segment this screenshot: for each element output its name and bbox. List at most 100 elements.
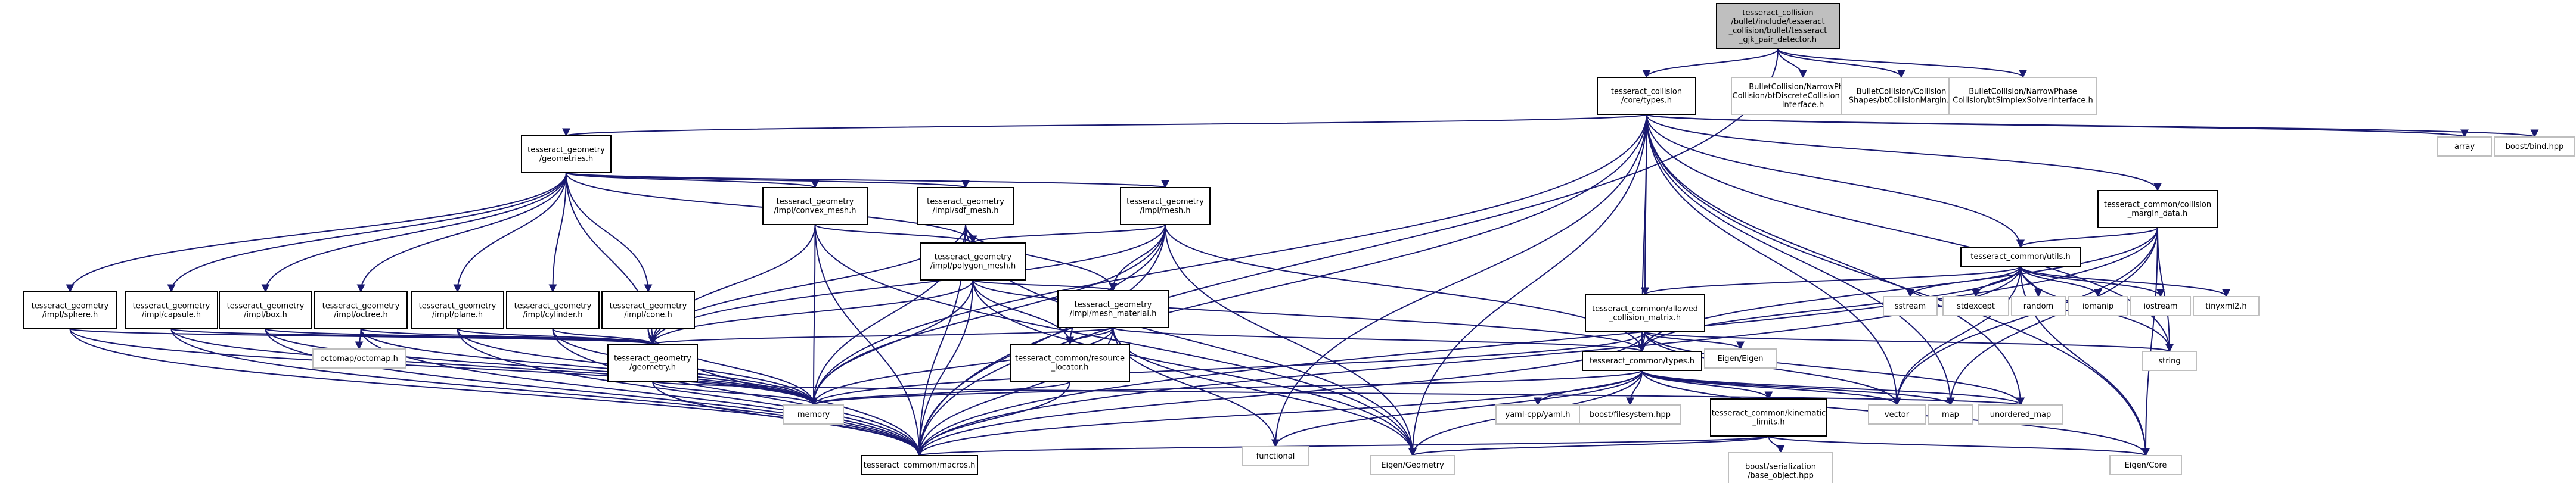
node-ctypes[interactable]: tesseract_common/types.h: [1582, 351, 1702, 371]
node-polygon[interactable]: tesseract_geometry/impl/polygon_mesh.h: [920, 242, 1026, 281]
node-btsimplex: BulletCollision/NarrowPhaseCollision/btS…: [1948, 77, 2097, 115]
edge-cone-to-memory: [647, 328, 818, 406]
node-plane-box: [411, 291, 504, 329]
edge-types-to-vector: [1646, 114, 1901, 406]
node-margin[interactable]: tesseract_common/collision_margin_data.h: [2097, 190, 2218, 228]
edge-types-to-eigencore: [1646, 114, 2150, 457]
node-cylinder[interactable]: tesseract_geometry/impl/cylinder.h: [506, 291, 600, 329]
edge-polygon-to-macros: [915, 279, 974, 457]
node-sstream: sstream: [1883, 296, 1938, 316]
node-root-label-line: _collision/bullet/tesseract: [1728, 27, 1827, 36]
node-sstream-label-line: sstream: [1895, 302, 1926, 311]
node-utils-label-line: tesseract_common/utils.h: [1970, 253, 2070, 261]
edge-root-to-btdiscrete: [1777, 48, 1807, 79]
edge-ctypes-to-map: [1641, 370, 1955, 406]
node-utils-box: [1960, 247, 2081, 267]
node-eigeneigen-box: [1704, 348, 1777, 369]
edge-geometries-to-cone: [566, 172, 653, 293]
edge-octree-to-memory: [360, 328, 818, 406]
edge-geometries-to-cylinder: [548, 172, 567, 293]
node-cylinder-label-line: tesseract_geometry: [514, 302, 592, 311]
node-kinlimits-label-line: tesseract_common/kinematic: [1712, 409, 1826, 418]
node-octree[interactable]: tesseract_geometry/impl/octree.h: [314, 291, 408, 329]
node-geometry[interactable]: tesseract_geometry/geometry.h: [607, 344, 698, 382]
node-root[interactable]: tesseract_collision/bullet/include/tesse…: [1716, 3, 1840, 49]
node-acm[interactable]: tesseract_common/allowed_collision_matri…: [1585, 294, 1705, 332]
node-vector: vector: [1868, 404, 1926, 425]
node-meshh-label-line: /impl/mesh.h: [1140, 207, 1191, 216]
node-root-box: [1716, 3, 1840, 49]
node-octomap-box: [312, 348, 406, 369]
edge-types-to-margin: [1646, 114, 2162, 192]
edge-geometries-to-capsule: [167, 172, 567, 293]
node-cone[interactable]: tesseract_geometry/impl/cone.h: [601, 291, 695, 329]
edge-utils-to-tinyxml: [2020, 266, 2230, 298]
node-string: string: [2142, 351, 2197, 371]
node-types[interactable]: tesseract_collision/core/types.h: [1597, 77, 1696, 115]
node-sdfmesh[interactable]: tesseract_geometry/impl/sdf_mesh.h: [917, 187, 1014, 225]
node-meshmat[interactable]: tesseract_geometry/impl/mesh_material.h: [1057, 290, 1169, 328]
node-sdfmesh-box: [917, 187, 1014, 225]
node-sphere[interactable]: tesseract_geometry/impl/sphere.h: [23, 291, 117, 329]
node-boostfs: boost/filesystem.hpp: [1579, 404, 1681, 425]
node-acm-box: [1585, 294, 1705, 332]
edge-kinlimits-to-eigencore: [1768, 435, 2150, 457]
edge-convexmesh-to-macros: [814, 224, 924, 457]
node-functional-box: [1242, 446, 1309, 466]
node-capsule-label-line: tesseract_geometry: [133, 302, 210, 311]
edge-box-to-memory: [265, 328, 818, 406]
node-macros[interactable]: tesseract_common/macros.h: [861, 455, 978, 475]
edge-root-to-btmargin: [1777, 48, 1905, 79]
node-iostream: iostream: [2130, 296, 2191, 316]
edge-octree-to-octomap: [355, 328, 364, 350]
node-convexmesh[interactable]: tesseract_geometry/impl/convex_mesh.h: [762, 187, 868, 225]
edge-box-to-macros: [265, 328, 924, 457]
node-kinlimits-label-line: _limits.h: [1752, 418, 1784, 427]
node-plane[interactable]: tesseract_geometry/impl/plane.h: [411, 291, 504, 329]
node-random-box: [2011, 296, 2066, 316]
node-tinyxml: tinyxml2.h: [2193, 296, 2260, 316]
node-box[interactable]: tesseract_geometry/impl/box.h: [219, 291, 312, 329]
edge-root-to-btsimplex: [1777, 48, 2027, 79]
node-sphere-label-line: tesseract_geometry: [32, 302, 109, 311]
node-map-label-line: map: [1942, 410, 1959, 419]
node-cylinder-box: [506, 291, 600, 329]
edge-acm-to-string: [1644, 331, 2174, 353]
edge-meshh-to-macros: [915, 224, 1166, 457]
edge-utils-to-acm: [1641, 266, 2021, 296]
edge-geometries-to-octree: [356, 172, 567, 293]
node-polygon-label-line: tesseract_geometry: [935, 253, 1012, 262]
node-kinlimits[interactable]: tesseract_common/kinematic_limits.h: [1710, 398, 1827, 437]
node-capsule[interactable]: tesseract_geometry/impl/capsule.h: [125, 291, 218, 329]
node-utils[interactable]: tesseract_common/utils.h: [1960, 247, 2081, 267]
edge-convexmesh-to-eigengeom: [814, 224, 1417, 457]
node-types-label-line: tesseract_collision: [1611, 88, 1682, 96]
node-convexmesh-label-line: /impl/convex_mesh.h: [774, 207, 856, 216]
node-margin-label-line: tesseract_common/collision: [2104, 201, 2211, 210]
node-root-label-line: tesseract_collision: [1742, 9, 1813, 18]
node-types-box: [1597, 77, 1696, 115]
edge-geometries-to-sphere: [66, 172, 567, 293]
node-resloc[interactable]: tesseract_common/resource_locator.h: [1010, 344, 1130, 382]
node-sphere-label-line: /impl/sphere.h: [42, 311, 98, 320]
node-meshmat-label-line: tesseract_geometry: [1075, 301, 1152, 310]
edge-types-to-utils: [1646, 114, 2025, 248]
node-polygon-box: [920, 242, 1026, 281]
node-btdiscrete-label-line: Collision/btDiscreteCollisionDetector: [1733, 92, 1874, 101]
node-iomanip: iomanip: [2068, 296, 2128, 316]
node-box-box: [219, 291, 312, 329]
node-resloc-label-line: tesseract_common/resource: [1015, 354, 1125, 363]
node-boostser-label-line: /base_object.hpp: [1748, 472, 1814, 481]
node-tinyxml-label-line: tinyxml2.h: [2205, 302, 2246, 311]
node-array-label-line: array: [2454, 142, 2475, 151]
node-box-label-line: /impl/box.h: [244, 311, 287, 320]
node-geometry-label-line: tesseract_geometry: [614, 354, 691, 363]
node-geometries[interactable]: tesseract_geometry/geometries.h: [521, 135, 612, 173]
edge-root-to-types: [1642, 48, 1779, 79]
node-meshh[interactable]: tesseract_geometry/impl/mesh.h: [1120, 187, 1211, 225]
node-boostbind-box: [2494, 136, 2575, 157]
edge-kinlimits-to-boostser: [1768, 435, 1785, 454]
node-map: map: [1928, 404, 1973, 425]
node-margin-box: [2097, 190, 2218, 228]
